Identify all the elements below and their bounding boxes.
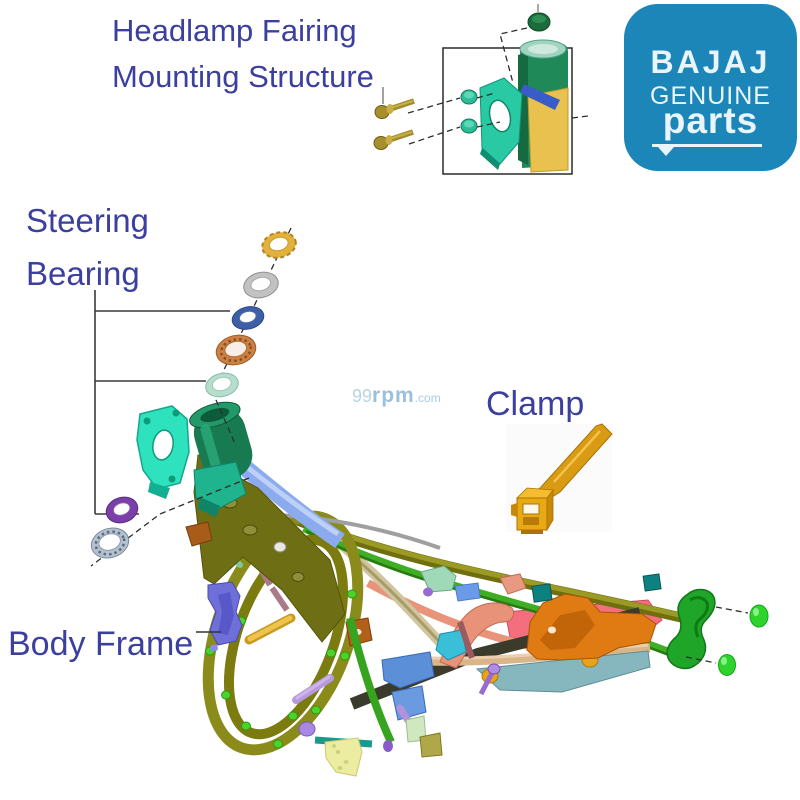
inset-blue-stripe <box>520 84 560 110</box>
inset-steering-head <box>518 39 569 173</box>
label-steering-line1: Steering <box>26 202 149 239</box>
frame-orange-bracket-shade <box>540 610 595 650</box>
frame-green-descending-tube <box>346 617 395 744</box>
frame-teal-block-b <box>642 573 662 592</box>
frame-cross-tube-lavender-hl <box>295 675 331 700</box>
label-clamp: Clamp <box>486 385 585 423</box>
frame-fairing-bracket-nubs <box>143 409 180 483</box>
frame-blue-bracket-1 <box>381 651 435 689</box>
clamp-bottom-tab <box>521 530 543 534</box>
inset-fairing-bracket <box>479 77 523 170</box>
frame-brown-bracket-upper <box>185 521 213 547</box>
watermark-tld: .com <box>414 391 441 405</box>
label-steering-line2: Bearing <box>26 255 140 292</box>
frame-gusset-hex-bolt <box>273 541 287 553</box>
clamp-window-lower <box>523 517 539 525</box>
clamp-illustration <box>506 423 613 534</box>
bearing-ring-green <box>205 372 239 398</box>
frame-green-cap-2-hl <box>721 657 727 665</box>
bajaj-genuine-parts-badge: BAJAJ GENUINE parts <box>624 4 797 171</box>
frame-cyan-bracket <box>435 629 467 661</box>
bearing-cage-copper <box>215 334 257 366</box>
frame-purple-hex-lug <box>298 721 316 737</box>
inset-cap-dash <box>499 27 528 84</box>
inset-bolts <box>373 87 415 150</box>
frame-purple-bracket-nub <box>210 644 218 652</box>
frame-green-cap-1 <box>749 604 769 628</box>
bearing-ring-gold <box>261 231 297 259</box>
inset-nuts <box>460 89 478 134</box>
frame-purple-bracket-shade <box>218 592 234 635</box>
frame-khaki-block <box>419 732 443 758</box>
frame-teal-lower-plate <box>475 650 651 693</box>
frame-purple-mini-bolt <box>423 587 433 597</box>
frame-rear-bracket-shade <box>689 596 709 638</box>
frame-steering-head <box>189 401 253 480</box>
headlamp-inset <box>373 4 589 175</box>
frame-purple-bolt-shaft <box>478 669 496 696</box>
label-steering-bearing: Steering Bearing <box>26 194 149 300</box>
frame-blue-small-bracket <box>454 582 481 602</box>
frame-purple-bolt-head <box>487 663 501 675</box>
inset-dashed-leaders <box>407 92 589 145</box>
bearing-ring-silver <box>243 271 279 299</box>
badge-underline <box>652 144 762 156</box>
bearing-ring-blue <box>231 306 265 330</box>
frame-teal-block-a <box>531 583 553 603</box>
frame-green-cap-1-hl <box>753 608 759 616</box>
body-frame-illustration <box>136 401 769 777</box>
label-headlamp-line2: Mounting Structure <box>112 59 374 94</box>
frame-head-collar-teal <box>193 461 247 511</box>
frame-cap-dash-2 <box>685 656 717 664</box>
clamp-strap-highlight <box>553 430 601 483</box>
steering-bearing-assembly <box>90 227 297 567</box>
frame-cap-dash-1 <box>715 606 749 614</box>
badge-parts-text: parts <box>662 100 759 141</box>
badge-brand-text: BAJAJ <box>650 44 771 80</box>
watermark-prefix: 99 <box>352 386 373 406</box>
frame-fairing-bracket-hole <box>152 429 174 461</box>
bearing-seal-purple <box>105 496 139 524</box>
frame-maroon-link <box>457 621 475 659</box>
frame-blue-bracket-2 <box>391 685 427 721</box>
frame-fairing-bracket-foot <box>148 482 170 499</box>
frame-yellow-plate <box>324 737 363 777</box>
frame-green-cap-2 <box>718 654 736 676</box>
label-body-frame: Body Frame <box>8 625 194 663</box>
frame-mauve-link-2 <box>269 586 290 612</box>
frame-rear-bracket-green <box>666 588 716 670</box>
inset-yellow-plate <box>527 87 569 173</box>
steering-callout-lines <box>94 290 230 515</box>
label-headlamp-fairing: Headlamp Fairing Mounting Structure <box>112 8 374 100</box>
clamp-window-upper <box>522 503 540 515</box>
bearing-cage-lower <box>90 527 130 559</box>
frame-yellow-plate-holes <box>332 744 349 770</box>
badge-triangle-icon <box>658 147 674 156</box>
watermark-name: rpm <box>372 384 415 407</box>
clamp-block-side <box>546 488 554 532</box>
frame-salmon-small-bracket <box>499 573 527 595</box>
frame-orange-bracket-hole <box>548 626 556 634</box>
label-headlamp-line1: Headlamp Fairing <box>112 13 357 48</box>
frame-cross-tube-yellow <box>247 615 293 642</box>
frame-head-collar-shade <box>198 497 220 517</box>
inset-mount-cap <box>527 12 551 32</box>
frame-purple-bolt-small <box>383 740 393 752</box>
clamp-left-tab <box>511 503 517 517</box>
badge-genuine-text: GENUINE <box>650 82 771 110</box>
